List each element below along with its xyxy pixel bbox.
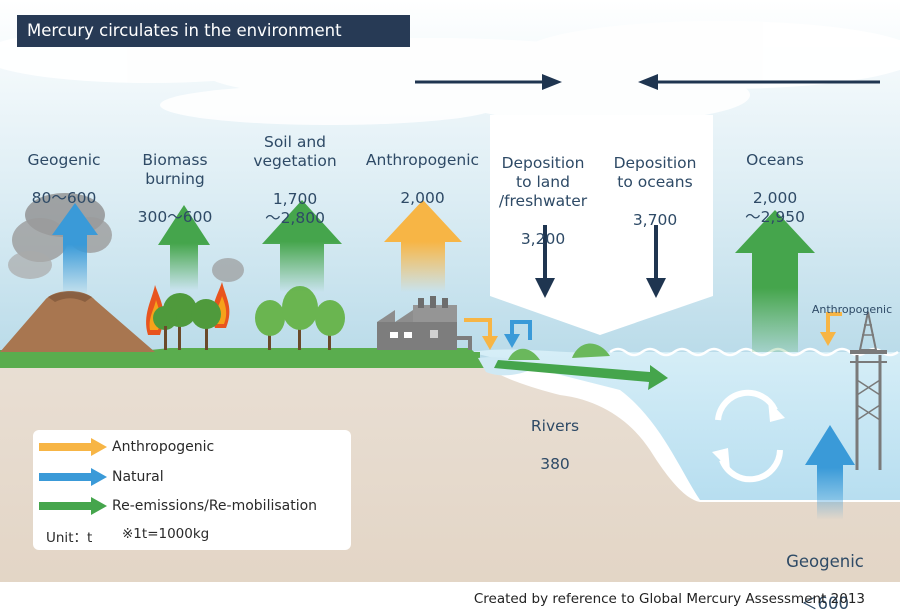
label-anthropogenic-sea: Anthropogenic [802, 290, 900, 316]
flow-value: ＜600 [801, 594, 849, 613]
flow-value: 1,700 ～2,800 [265, 190, 325, 227]
flow-name: Oceans [746, 151, 804, 169]
ocean [470, 349, 900, 500]
arrow-geogenic-sea [805, 425, 855, 520]
flow-name: Soil and vegetation [253, 133, 337, 170]
arrow-deposition-oceans [646, 225, 666, 298]
arrow-anthropogenic [384, 200, 462, 292]
legend: Anthropogenic Natural Re-emissions/Re-mo… [33, 430, 351, 550]
label-deposition-land: Deposition to land /freshwater 3,200 [488, 135, 598, 249]
label-geogenic-land: Geogenic 80～600 [14, 132, 114, 208]
flow-value: 2,000 ～2,950 [745, 189, 805, 226]
arrow-icon [39, 468, 107, 486]
arrow-icon [39, 438, 107, 456]
cycle-icon [712, 389, 785, 483]
tree-icon [153, 293, 221, 350]
flow-value: 80～600 [31, 189, 97, 207]
unit-label: Unit：t [46, 530, 93, 546]
legend-label: Anthropogenic [112, 439, 215, 455]
flow-name: Anthropogenic [811, 303, 893, 316]
atmosphere-arrows [415, 74, 880, 90]
flow-value: 380 [540, 455, 570, 473]
tree-icon [255, 286, 345, 350]
flow-name: Geogenic [786, 552, 864, 571]
label-geogenic-sea: Geogenic ＜600 [770, 530, 880, 614]
flow-name: Deposition to oceans [613, 154, 697, 191]
flow-value: 2,000 [400, 189, 445, 207]
unit-note: ※1t=1000kg [122, 526, 210, 542]
flow-name: Biomass burning [142, 151, 208, 188]
arrow-rivers [494, 360, 668, 390]
label-deposition-oceans: Deposition to oceans 3,700 [600, 135, 710, 230]
factory-icon [377, 296, 472, 350]
label-anthropogenic: Anthropogenic 2,000 [355, 132, 490, 208]
flow-name: Anthropogenic [365, 151, 480, 169]
legend-item-anthropogenic: Anthropogenic [33, 437, 351, 457]
arrow-anthropogenic-sea [820, 312, 842, 346]
arrow-oceans [735, 210, 815, 352]
flow-value: 3,700 [632, 211, 678, 229]
flow-name: Geogenic [27, 151, 101, 169]
diagram-title: Mercury circulates in the environment [17, 15, 410, 47]
arrow-icon [39, 497, 107, 515]
label-oceans: Oceans 2,000 ～2,950 [720, 132, 830, 227]
flow-value: 3,200 [520, 230, 566, 248]
arrow-geogenic-land [52, 203, 98, 295]
discharge-arrows [464, 318, 532, 350]
label-soil: Soil and vegetation 1,700 ～2,800 [240, 114, 350, 228]
label-rivers: Rivers 380 [510, 398, 600, 474]
arrow-deposition-land [535, 225, 555, 298]
flow-value: 300～600 [137, 208, 213, 226]
legend-item-natural: Natural [33, 467, 351, 487]
legend-label: Re-emissions/Re-mobilisation [112, 498, 318, 514]
arrow-soil [262, 200, 342, 292]
caption-band [0, 582, 900, 615]
oil-rig-icon [850, 311, 887, 470]
label-biomass: Biomass burning 300～600 [120, 132, 230, 227]
arrow-biomass [158, 205, 210, 290]
source-caption: Created by reference to Global Mercury A… [473, 591, 865, 607]
flow-name: Deposition to land /freshwater [498, 154, 588, 210]
flow-name: Rivers [530, 417, 580, 435]
legend-label: Natural [112, 469, 164, 485]
legend-item-reemission: Re-emissions/Re-mobilisation [33, 496, 351, 516]
hills [508, 343, 610, 360]
